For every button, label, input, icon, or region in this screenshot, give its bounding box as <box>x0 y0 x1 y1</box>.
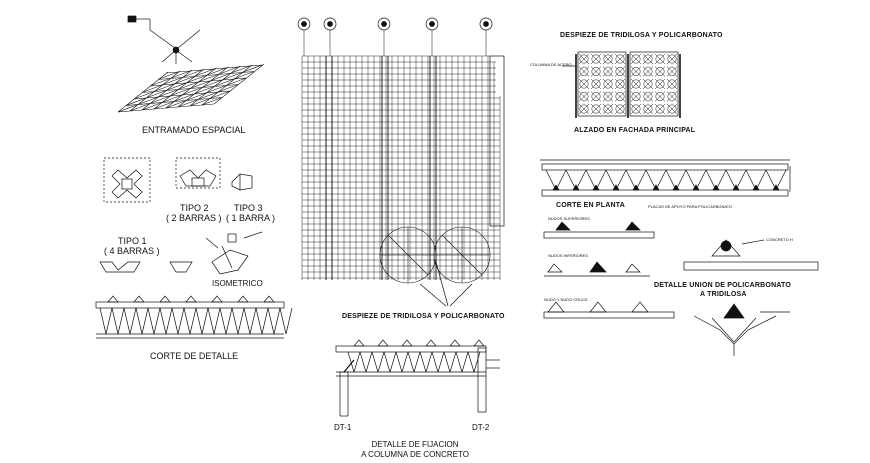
plan-section-truss <box>540 159 791 197</box>
tipo-2-label: TIPO 2 <box>180 203 209 213</box>
nudo-inferior-label: NUDOS INFERIORES <box>548 253 589 258</box>
bar-sections <box>99 261 193 273</box>
space-frame-lattice <box>117 63 265 113</box>
detalle-union-label-1: DETALLE UNION DE POLICARBONATO <box>654 282 792 289</box>
tipo-1-label: TIPO 1 <box>118 236 147 246</box>
tipo-2-node <box>175 157 221 189</box>
facade-grid <box>301 55 505 280</box>
alzado-label: ALZADO EN FACHADA PRINCIPAL <box>574 127 696 134</box>
tipo-3-node <box>231 173 253 191</box>
dt-2-label: DT-2 <box>472 423 490 432</box>
tipo-3-bars-label: ( 1 BARRA ) <box>226 213 276 223</box>
nudo-details <box>543 221 675 319</box>
detail-section-truss <box>95 295 293 339</box>
alzado-tridilosa-pattern <box>578 53 678 115</box>
fixing-detail-drawing <box>335 339 500 417</box>
placa-apoyo-label: PLACAS DE APOYO PARA POLICARBONATO <box>648 204 733 209</box>
union-detail-top <box>683 239 819 271</box>
facade-domes <box>379 226 491 284</box>
despiece-center-label: DESPIEZE DE TRIDILOSA Y POLICARBONATO <box>342 313 505 320</box>
corte-de-detalle-label: CORTE DE DETALLE <box>150 351 239 361</box>
axis-markers <box>297 17 493 56</box>
fijacion-label-2: A COLUMNA DE CONCRETO <box>361 450 469 459</box>
corte-en-planta-label: CORTE EN PLANTA <box>556 202 625 209</box>
tipo-2-bars-label: ( 2 BARRAS ) <box>166 213 222 223</box>
detalle-union-label-2: A TRIDILOSA <box>700 291 747 298</box>
fijacion-label-1: DETALLE DE FIJACION <box>371 440 459 449</box>
isometric-node <box>205 231 263 275</box>
dt-1-label: DT-1 <box>334 423 352 432</box>
despiece-leader-lines <box>419 261 473 307</box>
tipo-1-node <box>103 157 151 203</box>
tipo-3-label: TIPO 3 <box>234 203 263 213</box>
space-frame-node-detail <box>127 15 201 64</box>
alzado-panels <box>562 51 681 118</box>
nudo-cruce-label: NUDO Y NUDO CRUCE <box>544 297 588 302</box>
tipo-1-bars-label: ( 4 BARRAS ) <box>104 246 160 256</box>
isometrico-label: ISOMETRICO <box>212 279 263 288</box>
despiece-top-label: DESPIEZE DE TRIDILOSA Y POLICARBONATO <box>560 32 723 39</box>
nudo-superior-label: NUDOS SUPERIORES <box>548 216 590 221</box>
columna-acero-label: COLUMNA DE ACERO <box>530 62 572 67</box>
union-detail-section <box>693 303 790 356</box>
concreto-label: CONCRETO H <box>766 237 793 242</box>
entramado-espacial-label: ENTRAMADO ESPACIAL <box>142 125 246 135</box>
